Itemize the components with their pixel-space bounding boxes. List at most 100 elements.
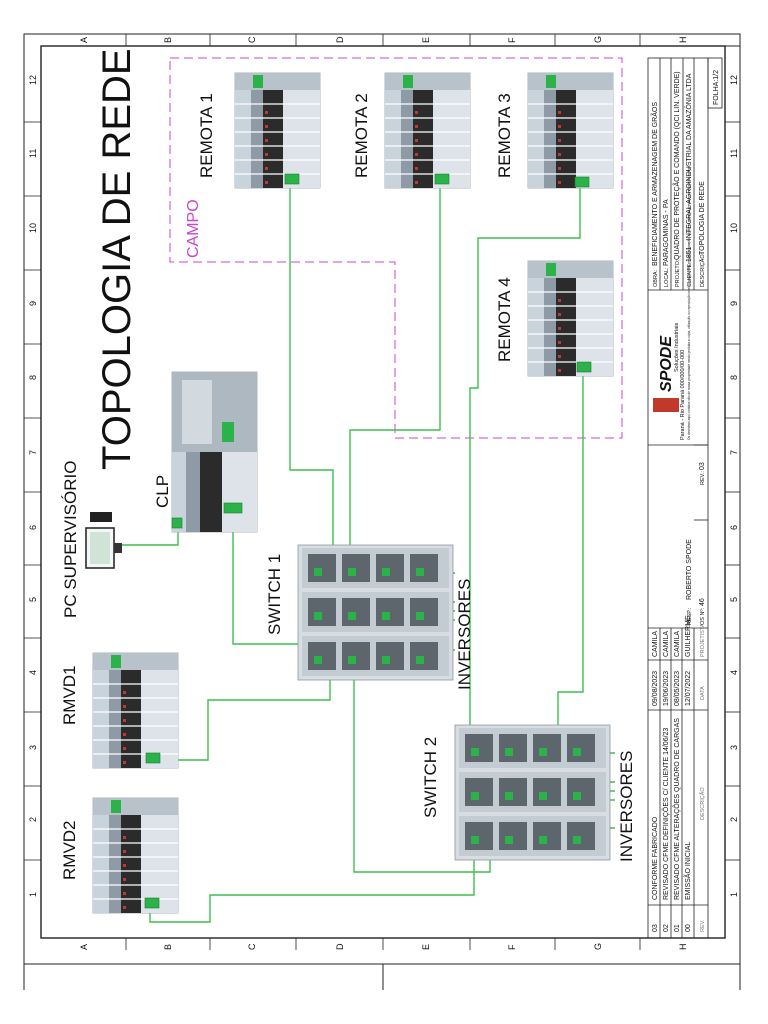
cable-remota1-switch1 bbox=[289, 180, 334, 566]
clp-port-2 bbox=[223, 502, 243, 514]
grid-letter-bottom: A bbox=[79, 944, 89, 950]
responsavel-value: ROBERTO SPODE bbox=[686, 539, 693, 600]
cliente-value: 1851 - INTEGRAL AGROINDUSTRIAL DA AMAZÔN… bbox=[684, 73, 693, 262]
grid-letter-bottom: E bbox=[421, 944, 431, 950]
grid-number-right: 10 bbox=[729, 223, 739, 233]
grid-letter-top: G bbox=[593, 36, 603, 43]
grid-number-right: 2 bbox=[729, 817, 739, 822]
page-title: TOPOLOGIA DE REDE bbox=[95, 48, 139, 470]
remota-1-rack bbox=[234, 72, 321, 189]
responsavel-label: RESP.: bbox=[687, 607, 693, 625]
local-value: PARAGOMINAS - PA bbox=[663, 199, 670, 266]
grid-number-left: 1 bbox=[28, 892, 38, 897]
remota-2-port bbox=[434, 173, 450, 185]
grid-number-right: 3 bbox=[729, 745, 739, 750]
cliente-label: CLIENTE: bbox=[687, 262, 693, 287]
remota-1-port bbox=[284, 173, 300, 185]
revision-number: 03 bbox=[652, 924, 659, 932]
grid-number-right: 1 bbox=[729, 892, 739, 897]
grid-letter-top: C bbox=[247, 36, 257, 43]
rev-label: REV.: bbox=[700, 471, 706, 485]
grid-number-left: 6 bbox=[28, 525, 38, 530]
grid-letter-bottom: H bbox=[678, 944, 688, 951]
os-label: OS Nº: bbox=[699, 608, 706, 625]
pc-supervisorio-monitor bbox=[85, 512, 122, 569]
revision-description: CONFORME FABRICADO bbox=[652, 816, 659, 900]
grid-number-left: 2 bbox=[28, 817, 38, 822]
revision-description: EMISSÃO INICIAL bbox=[683, 842, 692, 900]
grid-letter-top: F bbox=[507, 37, 517, 43]
grid-letter-top: A bbox=[79, 37, 89, 43]
rmvd1-label: RMVD1 bbox=[60, 665, 79, 725]
grid-number-right: 4 bbox=[729, 670, 739, 675]
company-address: Paraná - Rio Paraná 000/000/00-000 bbox=[680, 350, 686, 440]
rmvd2-port bbox=[144, 897, 160, 909]
rmvd2-rack bbox=[92, 797, 179, 914]
switch-2-label: SWITCH 2 bbox=[421, 737, 440, 818]
obra-value: BENEFICIAMENTO E ARMAZENAGEM DE GRÃOS bbox=[650, 102, 659, 266]
remota-2-rack bbox=[384, 72, 471, 189]
revision-author: GUILHERME bbox=[685, 615, 692, 657]
grid-number-left: 7 bbox=[28, 450, 38, 455]
grid-number-left: 12 bbox=[28, 75, 38, 85]
switch-1-device bbox=[297, 544, 454, 681]
grid-letter-bottom: B bbox=[163, 944, 173, 950]
revision-date: 08/05/2023 bbox=[674, 671, 681, 706]
switch-1-label: SWITCH 1 bbox=[265, 554, 284, 635]
rmvd1-rack bbox=[92, 652, 179, 769]
grid-letter-bottom: F bbox=[507, 944, 517, 950]
revision-date: 12/07/2022 bbox=[685, 671, 692, 706]
grid-number-right: 5 bbox=[729, 597, 739, 602]
grid-letter-top: B bbox=[163, 37, 173, 43]
grid-number-left: 9 bbox=[28, 301, 38, 306]
grid-number-right: 6 bbox=[729, 525, 739, 530]
clp-label: CLP bbox=[153, 475, 172, 508]
local-label: LOCAL: bbox=[664, 267, 670, 287]
revision-description: REVISADO CFME ALTERAÇÕES QUADRO DE CARGA… bbox=[672, 718, 681, 900]
remota-4-label: REMOTA 4 bbox=[495, 277, 514, 362]
folha-value: FOLHA:1/2 bbox=[713, 70, 720, 105]
remota-1-label: REMOTA 1 bbox=[197, 93, 216, 178]
descricao-label: DESCRIÇÃO: bbox=[699, 252, 706, 287]
campo-label: CAMPO bbox=[185, 199, 202, 258]
grid-number-right: 8 bbox=[729, 375, 739, 380]
projeto-value: QUADRO DE PROTEÇÃO E COMANDO (QCI LIN. V… bbox=[672, 71, 681, 260]
os-value: 46 bbox=[699, 598, 706, 606]
revision-number: 01 bbox=[674, 924, 681, 932]
grid-number-left: 11 bbox=[28, 149, 38, 158]
grid-letter-bottom: C bbox=[247, 943, 257, 950]
title-block bbox=[647, 57, 723, 939]
remota-4-port bbox=[576, 361, 592, 373]
revision-author: CAMILA bbox=[652, 631, 659, 657]
company-sub: Soluções Industriais bbox=[674, 323, 680, 372]
remota-3-rack bbox=[527, 72, 614, 189]
revision-description: REVISADO CFME DEFINIÇÕES C/ CLIENTE 14/0… bbox=[661, 728, 670, 900]
grid-letter-bottom: D bbox=[335, 943, 345, 950]
revision-date: 19/06/2023 bbox=[663, 671, 670, 706]
inversores-1-label: INVERSORES bbox=[455, 579, 474, 690]
revision-number: 02 bbox=[663, 924, 670, 932]
cable-rmvd1-switch1 bbox=[155, 662, 331, 761]
cable-rmvd2-switch2 bbox=[149, 840, 475, 923]
grid-number-left: 4 bbox=[28, 670, 38, 675]
grid-number-left: 8 bbox=[28, 375, 38, 380]
remota-3-label: REMOTA 3 bbox=[495, 93, 514, 178]
cable-remota2-switch1 bbox=[349, 180, 441, 566]
clp-rack bbox=[171, 371, 258, 533]
grid-number-right: 9 bbox=[729, 301, 739, 306]
grid-number-left: 5 bbox=[28, 597, 38, 602]
grid-letter-top: E bbox=[421, 37, 431, 43]
grid-letter-top: H bbox=[678, 37, 688, 44]
rmvd1-port bbox=[145, 752, 161, 764]
revision-header: DESCRIÇÃO bbox=[699, 787, 706, 820]
grid-number-right: 7 bbox=[729, 450, 739, 455]
campo-boundary bbox=[169, 57, 623, 439]
cable-pc-clp bbox=[115, 522, 179, 546]
projeto-label: PROJETO: bbox=[675, 259, 681, 287]
remota-4-rack bbox=[527, 260, 614, 377]
revision-author: CAMILA bbox=[663, 631, 670, 657]
